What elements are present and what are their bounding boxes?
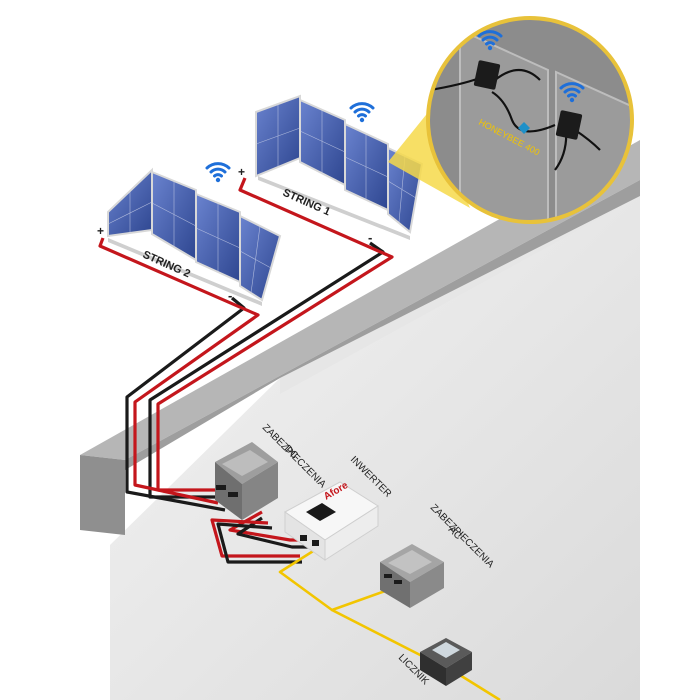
wall-front [80, 455, 125, 535]
string2-plus-mark: + [97, 224, 104, 238]
string2-array [107, 167, 282, 306]
ac-protection-box [380, 544, 444, 608]
optimizer-icon [555, 110, 583, 140]
dc-wiring [98, 177, 394, 564]
dc-to-inverter-negative-2 [216, 522, 302, 564]
dc-protection-box [215, 442, 278, 520]
string2-positive-wire [98, 237, 260, 505]
ac-wiring [278, 546, 501, 700]
string2-negative-wire [125, 296, 246, 512]
string1-negative-wire [148, 241, 385, 499]
string1-mount [258, 176, 410, 240]
zoom-callout: HONEYBEE 400 [426, 16, 634, 224]
string2-mount [108, 238, 262, 306]
wall-side [125, 180, 640, 470]
solar-panel-icon [299, 98, 346, 187]
ac-to-meter-wire [331, 608, 427, 660]
string1-minus-mark: - [368, 230, 372, 245]
floor-surface [110, 180, 640, 700]
inverter-to-ac-wire [278, 546, 403, 612]
inverter-unit: Afore [284, 480, 379, 561]
optimizer-icon [473, 60, 501, 90]
wifi-icon [205, 162, 231, 184]
string1-array [255, 94, 424, 240]
solar-panel-icon [239, 214, 282, 302]
meter-out-wire [454, 670, 501, 700]
string1-positive-wire [156, 177, 394, 492]
dc-to-inverter-positive-2 [210, 518, 300, 558]
meter-unit [420, 638, 472, 686]
string2-minus-mark: - [228, 288, 232, 303]
wall-top [80, 140, 640, 460]
wifi-icon [349, 102, 375, 124]
string1-plus-mark: + [238, 165, 245, 179]
